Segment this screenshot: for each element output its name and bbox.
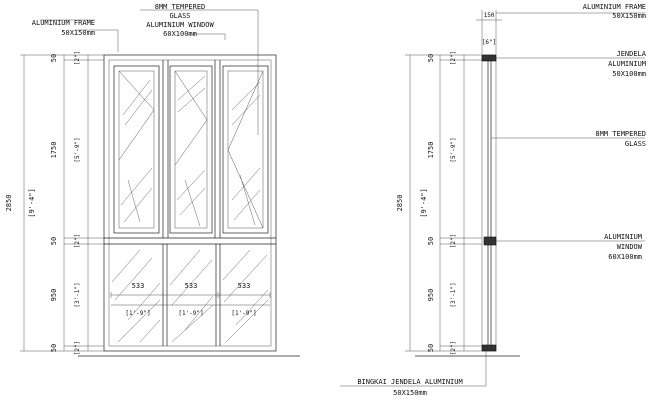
side-section: 150 [6"] 2850 [9'-4"] 50 1750 50 950 50 … xyxy=(340,3,647,397)
glass-side-label-1: 8MM TEMPERED xyxy=(595,130,646,138)
window-sash-1 xyxy=(113,65,160,234)
side-top-ft: [2"] xyxy=(450,51,457,65)
panel-width-ft-3: [1'-9"] xyxy=(231,310,256,317)
side-upper-ft: [5'-9"] xyxy=(450,137,457,162)
front-lower-dim: 950 xyxy=(50,289,58,302)
front-elevation: 533 533 533 [1'-9"] [1'-9"] [1'-9"] 2850… xyxy=(5,3,300,357)
window-side-label-2: WINDOW xyxy=(617,243,643,251)
inner-frame xyxy=(108,59,272,347)
window-sash-3 xyxy=(222,65,269,234)
side-depth-ft: [6"] xyxy=(482,39,496,46)
window-sash-2 xyxy=(169,65,213,234)
frame-label-1: ALUMINIUM FRAME xyxy=(32,19,95,27)
side-overall-dim: 2850 xyxy=(396,195,404,212)
side-overall-ft: [9'-4"] xyxy=(420,188,428,218)
side-bottom-dim: 50 xyxy=(427,344,435,352)
panel-width-2: 533 xyxy=(185,282,198,290)
window-label-2: 60X100mm xyxy=(163,30,197,38)
side-upper-dim: 1750 xyxy=(427,142,435,159)
side-top-dim: 50 xyxy=(427,54,435,62)
lower-glass-panels xyxy=(111,249,269,343)
panel-width-ft-1: [1'-9"] xyxy=(125,310,150,317)
panel-width-1: 533 xyxy=(132,282,145,290)
glass-label-1: 8MM TEMPERED xyxy=(155,3,206,11)
side-lower-ft: [3'-1"] xyxy=(450,282,457,307)
window-side-label-3: 60X100mm xyxy=(608,253,642,261)
side-mid-ft: [2"] xyxy=(450,234,457,248)
glass-side-label-2: GLASS xyxy=(625,140,646,148)
side-bottom-ft: [2"] xyxy=(450,341,457,355)
front-overall-dim: 2850 xyxy=(5,195,13,212)
front-mid-ft: [2"] xyxy=(74,234,81,248)
side-profile xyxy=(481,54,497,352)
side-mid-dim: 50 xyxy=(427,237,435,245)
side-depth-dim: 150 xyxy=(484,12,495,19)
front-bottom-dim: 50 xyxy=(50,344,58,352)
window-leader xyxy=(188,33,226,40)
front-bottom-ft: [2"] xyxy=(74,341,81,355)
front-overall-ft: [9'-4"] xyxy=(28,188,36,218)
side-frame-label-1: ALUMINIUM FRAME xyxy=(583,3,646,11)
outer-frame xyxy=(103,54,277,352)
front-upper-ft: [5'-9"] xyxy=(74,137,81,162)
front-top-dim: 50 xyxy=(50,54,58,62)
jendela-label-2: ALUMINIUM xyxy=(608,60,646,68)
bingkai-label-2: 50X150mm xyxy=(393,389,427,397)
panel-width-3: 533 xyxy=(238,282,251,290)
glass-leader xyxy=(140,9,259,135)
window-side-label-1: ALUMINIUM xyxy=(604,233,642,241)
side-frame-label-2: 50X150mm xyxy=(612,12,646,20)
frame-leader xyxy=(75,29,119,52)
jendela-label-3: 50X100mm xyxy=(612,70,646,78)
front-mid-dim: 50 xyxy=(50,237,58,245)
window-label-1: ALUMINIUM WINDOW xyxy=(146,21,214,29)
bingkai-leader xyxy=(340,351,487,387)
frame-label-2: 50X150mm xyxy=(61,29,95,37)
jendela-label-1: JENDELA xyxy=(616,50,646,58)
front-top-ft: [2"] xyxy=(74,51,81,65)
front-upper-dim: 1750 xyxy=(50,142,58,159)
side-lower-dim: 950 xyxy=(427,289,435,302)
bingkai-label-1: BINGKAI JENDELA ALUMINIUM xyxy=(357,378,462,386)
front-lower-ft: [3'-1"] xyxy=(74,282,81,307)
glass-label-2: GLASS xyxy=(169,12,190,20)
panel-width-ft-2: [1'-9"] xyxy=(178,310,203,317)
